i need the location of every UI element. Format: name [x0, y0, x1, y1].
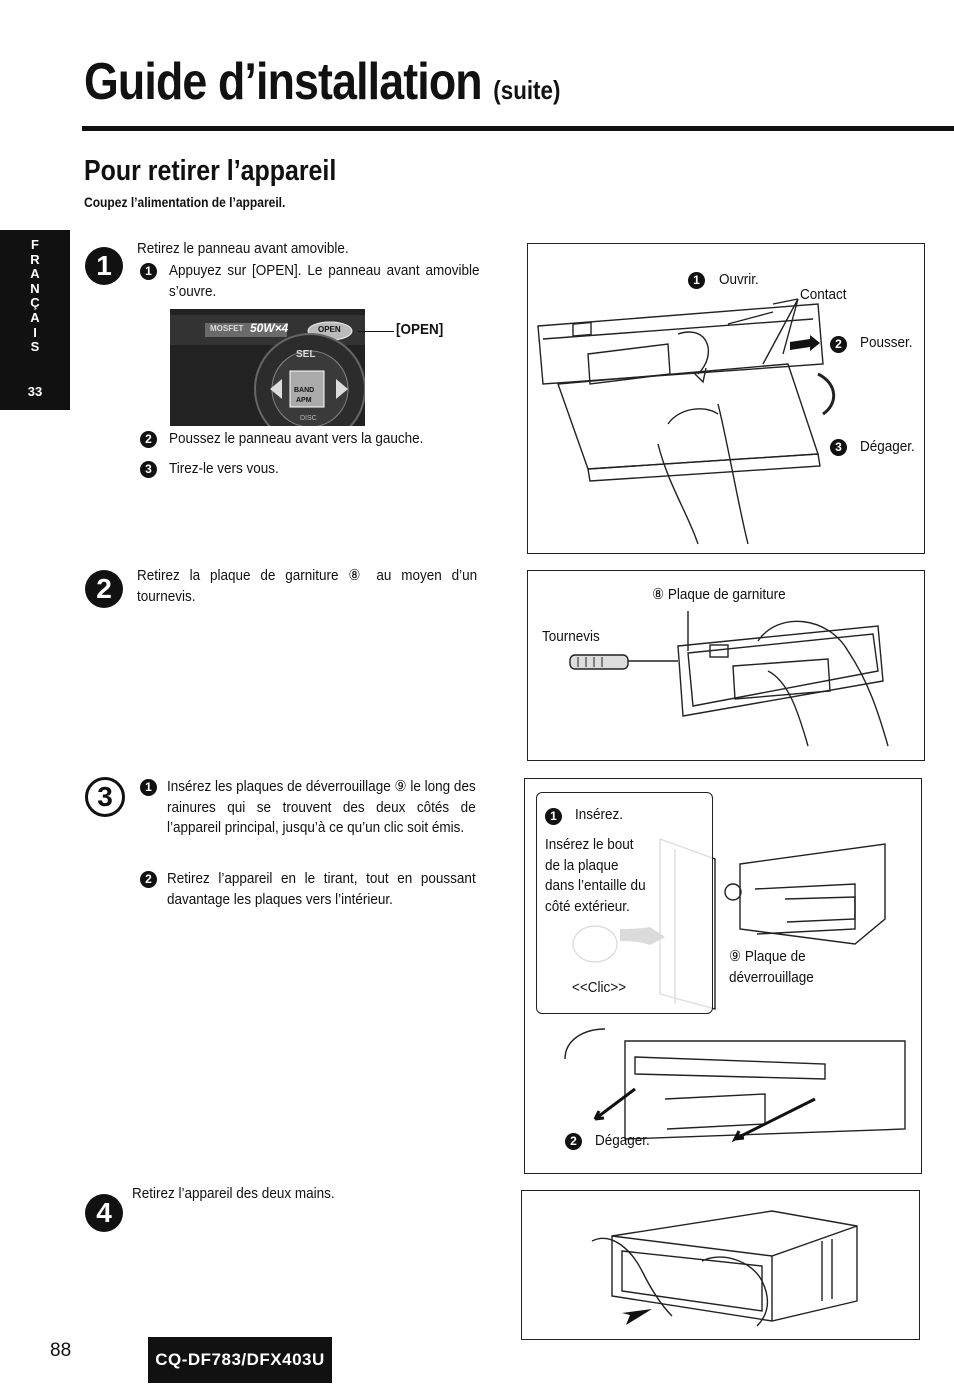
ouvrir-label: Ouvrir. [719, 271, 759, 288]
step-3-sub-1: 1 [140, 778, 157, 796]
tab-letter: N [30, 280, 40, 296]
model-badge: CQ-DF783/DFX403U [148, 1337, 332, 1383]
detail-inset: 1 Insérez. Insérez le bout de la plaque … [536, 792, 713, 1014]
figure-trim-plate: ⑧ Plaque de garniture Tournevis [527, 570, 925, 761]
page-title: Guide d’installation (suite) [84, 52, 560, 112]
figure-3-badge-2: 2 [565, 1132, 582, 1150]
badge-number: 1 [688, 272, 705, 289]
step-3-sub-2: 2 [140, 870, 157, 888]
detail-instruction: Insérez le bout de la plaque dans l’enta… [545, 836, 646, 915]
tab-letter: A [30, 266, 40, 282]
panel-removal-drawing [537, 298, 836, 545]
step-2-text: Retirez la plaque de garniture ⑧ au moye… [137, 567, 478, 605]
step-1-sub-2-text: Poussez le panneau avant vers la gauche. [169, 430, 424, 447]
step-3-sub-1-text: Insérez les plaques de déverrouillage ⑨ … [167, 778, 476, 836]
tab-letter: F [31, 237, 39, 252]
figure-remove-unit [521, 1190, 920, 1340]
step-4-number: 4 [85, 1194, 123, 1232]
badge-number: 2 [565, 1133, 582, 1150]
step-2-number: 2 [85, 570, 123, 608]
section-subtitle: Coupez l’alimentation de l’appareil. [84, 194, 286, 210]
substep-number: 1 [140, 263, 157, 280]
figure-release-plates: 1 Insérez. Insérez le bout de la plaque … [524, 778, 922, 1174]
release-plate-label: ⑨ Plaque de déverrouillage [729, 948, 814, 986]
tab-letter: Ç [30, 295, 40, 311]
tab-letter: R [30, 251, 40, 267]
substep-number: 2 [140, 871, 157, 888]
open-callout-label: [OPEN] [396, 321, 444, 338]
photo-sel: SEL [296, 349, 316, 360]
screwdriver-label: Tournevis [542, 628, 600, 645]
photo-band: BAND [294, 387, 315, 394]
title-rule [82, 126, 954, 131]
degager-label: Dégager. [860, 438, 915, 455]
substep-number: 3 [140, 461, 157, 478]
inserez-label: Insérez. [575, 806, 624, 823]
page-number: 88 [50, 1340, 72, 1361]
substep-number: 1 [140, 779, 157, 796]
step-1-sub-3: 3 [140, 460, 157, 478]
step-3-number: 3 [85, 777, 125, 817]
open-button-photo: MOSFET 50W×4 OPEN SEL BAND APM DISC [170, 309, 365, 426]
step-1-sub-2: 2 [140, 430, 157, 448]
step-1-intro: Retirez le panneau avant amovible. [137, 240, 349, 257]
trim-plate-label: ⑧ Plaque de garniture [652, 586, 786, 603]
substep-number: 2 [140, 431, 157, 448]
tab-letter: I [33, 324, 37, 340]
photo-disc: DISC [300, 415, 317, 422]
figure-1-badge-1: 1 [688, 271, 705, 289]
tab-letter: A [30, 309, 40, 325]
tab-letter: S [30, 339, 40, 355]
photo-apm: APM [296, 397, 312, 404]
figure-3-badge-1: 1 [545, 807, 562, 825]
step-1-sub-3-text: Tirez-le vers vous. [169, 460, 279, 477]
title-text: Guide d’installation [84, 53, 483, 111]
step-1-sub-1: 1 [140, 262, 157, 280]
trim-plate-drawing [569, 611, 889, 747]
open-callout-line [358, 331, 394, 333]
title-suffix: (suite) [493, 75, 561, 105]
step-1-number: 1 [85, 247, 123, 285]
photo-brand: MOSFET [210, 324, 244, 333]
figure-1-badge-2: 2 [830, 335, 847, 353]
figure-1-badge-3: 3 [830, 438, 847, 456]
badge-number: 1 [545, 808, 562, 825]
section-title: Pour retirer l’appareil [84, 155, 337, 187]
step-1-sub-1-text: Appuyez sur [OPEN]. Le panneau avant amo… [169, 262, 480, 300]
tab-page-number: 33 [27, 384, 43, 399]
photo-drawing [170, 309, 365, 426]
degager-label-2: Dégager. [595, 1132, 650, 1149]
badge-number: 2 [830, 336, 847, 353]
clic-label: <<Clic>> [572, 979, 627, 996]
remove-unit-drawing [591, 1210, 858, 1327]
photo-open-button: OPEN [318, 325, 341, 334]
contact-label: Contact [800, 286, 847, 303]
step-3-sub-2-text: Retirez l’appareil en le tirant, tout en… [167, 870, 476, 908]
pousser-label: Pousser. [860, 334, 913, 351]
language-tab: F R A N Ç A I S 33 [0, 230, 70, 410]
badge-number: 3 [830, 439, 847, 456]
figure-remove-panel: 1 Ouvrir. Contact 2 Pousser. 3 Dégager. [527, 243, 925, 554]
photo-power: 50W×4 [250, 321, 289, 335]
step-4-text: Retirez l’appareil des deux mains. [132, 1185, 335, 1202]
